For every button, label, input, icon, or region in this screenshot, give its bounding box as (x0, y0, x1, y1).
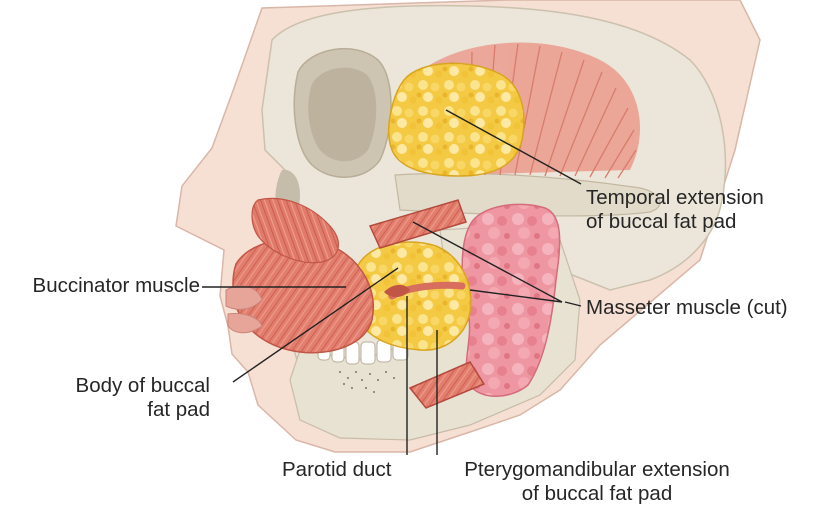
label-buccinator-muscle: Buccinator muscle (33, 274, 200, 298)
label-body-buccal-fat-pad: Body of buccal fat pad (76, 374, 210, 422)
label-pterygomandibular-extension: Pterygomandibular extension of buccal fa… (432, 458, 762, 506)
label-temporal-extension: Temporal extension of buccal fat pad (586, 186, 764, 234)
temporal-fat-pad (389, 63, 524, 176)
label-masseter-muscle: Masseter muscle (cut) (586, 296, 788, 320)
label-parotid-duct: Parotid duct (282, 458, 391, 482)
